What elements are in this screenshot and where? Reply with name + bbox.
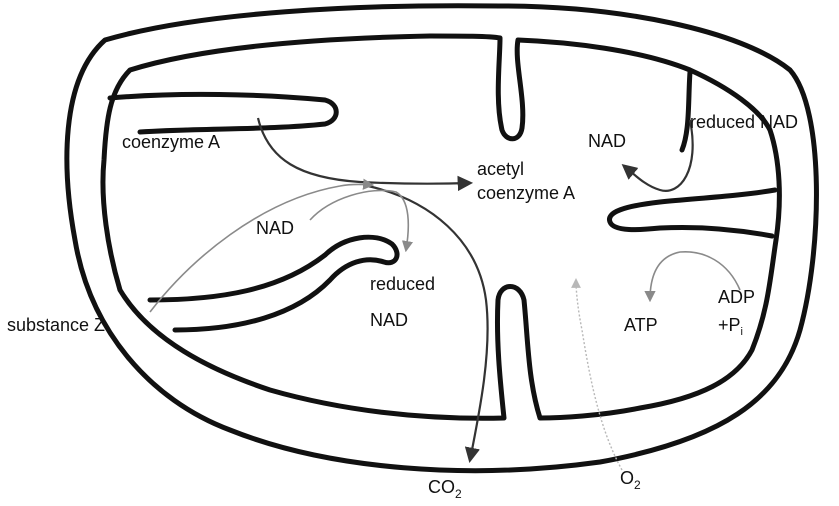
crista-upper-right <box>682 72 690 150</box>
label-nad-right: NAD <box>588 131 626 151</box>
label-pi-main: +P <box>718 315 741 335</box>
label-coenzyme-a: coenzyme A <box>122 132 220 152</box>
label-reduced-nad-left-line1: reduced <box>370 274 435 294</box>
arrow-o2 <box>576 280 622 470</box>
crista-right <box>609 190 775 236</box>
label-nad-left: NAD <box>256 218 294 238</box>
label-co2-sub: 2 <box>455 487 462 501</box>
arrow-reduced-nad-to-nad-right <box>624 120 693 191</box>
arrow-substance-z <box>150 184 372 312</box>
label-reduced-nad-left-line2: NAD <box>370 310 408 330</box>
label-adp: ADP <box>718 287 755 307</box>
label-co2: CO2 <box>428 477 462 501</box>
label-o2: O2 <box>620 468 641 492</box>
label-acetyl-line2: coenzyme A <box>477 183 575 203</box>
label-o2-main: O <box>620 468 634 488</box>
label-pi: +Pi <box>718 315 743 338</box>
crista-upper-left <box>110 94 336 132</box>
label-o2-sub: 2 <box>634 478 641 492</box>
label-pi-sub: i <box>741 326 743 338</box>
label-substance-z: substance Z <box>7 315 105 335</box>
crista-lower-left <box>150 237 397 330</box>
label-atp: ATP <box>624 315 658 335</box>
label-reduced-nad-right: reduced NAD <box>690 112 798 132</box>
label-acetyl-line1: acetyl <box>477 159 524 179</box>
label-co2-main: CO <box>428 477 455 497</box>
arrow-nad-to-reduced-nad-left <box>310 190 408 250</box>
